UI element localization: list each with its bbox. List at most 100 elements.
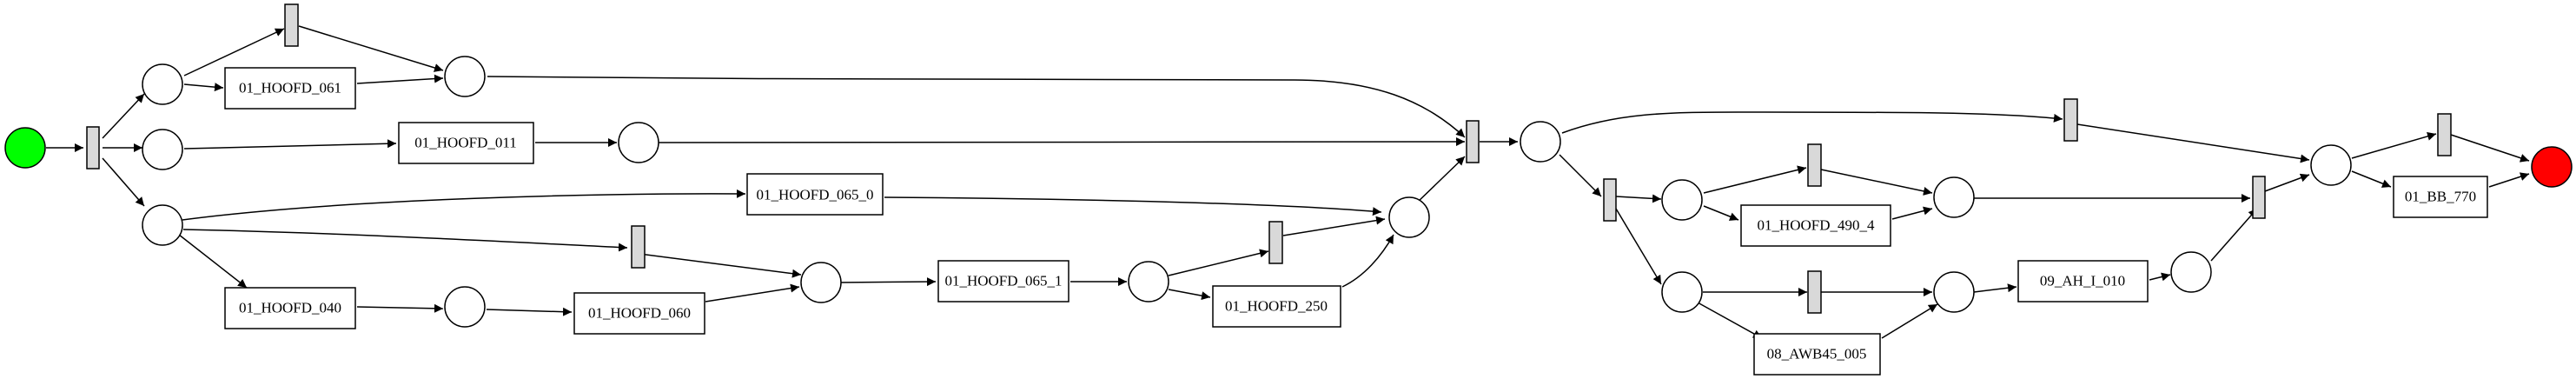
arc [1973, 283, 2017, 293]
transition-box [1740, 204, 1891, 247]
transition-01-hoofd-250: 01_HOOFD_250 [1212, 285, 1341, 328]
arc [1561, 111, 2063, 134]
arc [2210, 208, 2258, 262]
silent-transition [1466, 120, 1480, 163]
arc [183, 28, 285, 76]
silent-transition [1603, 178, 1617, 222]
transition-label: 01_HOOFD_065_1 [944, 273, 1062, 289]
transition-label: 01_HOOFD_060 [588, 305, 691, 322]
place [618, 122, 659, 163]
place [142, 129, 183, 170]
transition-label: 01_HOOFD_490_4 [1757, 217, 1875, 234]
arc [1891, 206, 1933, 220]
transition-label: 01_HOOFD_065_0 [756, 187, 873, 203]
arc [487, 76, 1466, 138]
place [1661, 179, 1703, 221]
transition-01-hoofd-011: 01_HOOFD_011 [398, 122, 534, 164]
silent-transition [631, 225, 646, 269]
place [2310, 144, 2352, 186]
place [2170, 251, 2212, 293]
arc [2076, 123, 2310, 163]
silent-transition [1268, 221, 1283, 264]
end-place [2531, 146, 2573, 188]
arc [178, 234, 248, 289]
arc [658, 137, 1466, 147]
arc [1168, 289, 1211, 301]
silent-transition [2063, 98, 2078, 142]
transition-box [573, 292, 705, 335]
arc [2264, 173, 2310, 192]
arcs [46, 25, 2530, 339]
arc [1703, 205, 1739, 221]
transition-label: 01_BB_770 [2405, 189, 2476, 205]
transition-01-bb-770: 01_BB_770 [2393, 176, 2488, 218]
place [1661, 271, 1703, 313]
silent-transition [1807, 270, 1822, 314]
arc [2488, 172, 2530, 188]
transition-box [224, 67, 356, 110]
arc [1703, 165, 1807, 194]
arc [102, 157, 145, 207]
arc [2450, 134, 2530, 163]
transition-box [1753, 333, 1881, 376]
place [1388, 196, 1430, 238]
arc [838, 277, 937, 287]
arc [1615, 194, 1662, 203]
arc [1881, 303, 1938, 339]
transition-01-hoofd-065-1: 01_HOOFD_065_1 [937, 260, 1069, 303]
silent-transition [1807, 143, 1822, 187]
transition-01-hoofd-060: 01_HOOFD_060 [573, 292, 705, 335]
place [800, 262, 842, 303]
arc [1341, 234, 1394, 288]
arc [705, 283, 800, 303]
arc [1820, 169, 1933, 196]
silent-transition [86, 126, 100, 170]
arc [182, 189, 746, 221]
transition-box [398, 122, 534, 164]
arc [1615, 208, 1662, 285]
arc [1282, 216, 1386, 236]
arc [639, 253, 802, 278]
transition-label: 01_HOOFD_250 [1225, 298, 1328, 315]
transition-box [2017, 260, 2149, 303]
silent-transition [284, 3, 299, 47]
transition-01-hoofd-061: 01_HOOFD_061 [224, 67, 356, 110]
transition-01-hoofd-065-0: 01_HOOFD_065_0 [746, 173, 884, 216]
arc [298, 25, 444, 72]
transition-box [224, 287, 356, 329]
labeled-transitions: 01_HOOFD_061 01_HOOFD_011 01_HOOFD_065_0… [224, 67, 2488, 376]
arc [1415, 156, 1466, 204]
transition-box [2393, 176, 2488, 218]
transition-box [746, 173, 884, 216]
arc [356, 74, 444, 84]
transition-01-hoofd-490-4: 01_HOOFD_490_4 [1740, 204, 1891, 247]
places [4, 56, 2573, 328]
place [444, 286, 486, 328]
transition-label: 08_AWB45_005 [1767, 346, 1867, 362]
silent-transition [2437, 113, 2452, 156]
transition-09-ah-i-010: 09_AH_I_010 [2017, 260, 2149, 303]
arc [183, 83, 224, 92]
transition-box [937, 260, 1069, 303]
arc [102, 93, 145, 139]
place [444, 56, 486, 97]
place [1128, 261, 1169, 303]
transition-08-awb45-005: 08_AWB45_005 [1753, 333, 1881, 376]
arc [486, 307, 573, 316]
start-place [4, 127, 46, 169]
silent-transition [2252, 176, 2266, 219]
arc [183, 139, 397, 150]
place [1520, 121, 1561, 163]
arc [182, 229, 628, 252]
transition-label: 09_AH_I_010 [2040, 273, 2125, 289]
arc [1559, 154, 1602, 197]
arc [356, 303, 444, 313]
place [142, 204, 183, 246]
transition-label: 01_HOOFD_040 [239, 300, 341, 316]
arc [884, 196, 1382, 216]
transition-label: 01_HOOFD_011 [414, 135, 516, 151]
transition-01-hoofd-040: 01_HOOFD_040 [224, 287, 356, 329]
arc [1168, 249, 1269, 276]
place [142, 63, 183, 105]
